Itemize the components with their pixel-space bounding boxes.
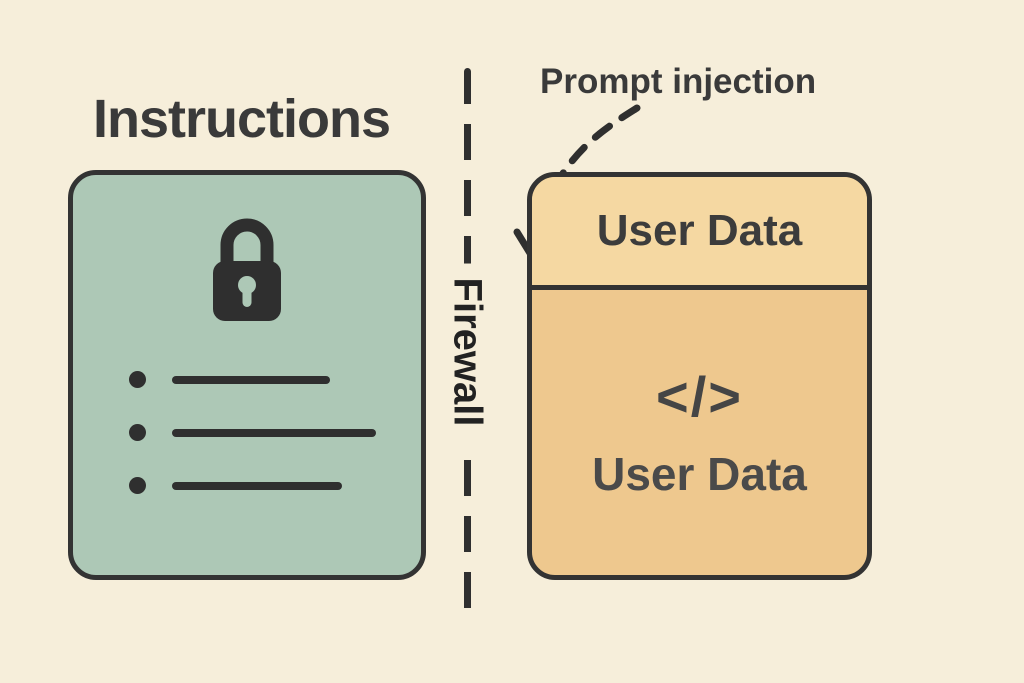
user-data-header: User Data <box>532 177 867 290</box>
list-item <box>129 371 376 388</box>
list-item <box>129 424 376 441</box>
bullet-line <box>172 428 376 437</box>
list-item <box>129 477 376 494</box>
prompt-injection-label: Prompt injection <box>540 62 817 101</box>
bullet-dot <box>129 424 146 441</box>
user-data-body: </> User Data <box>532 290 867 575</box>
user-data-card: User Data </> User Data <box>527 172 872 580</box>
bullet-line <box>172 481 342 490</box>
bullet-dot <box>129 477 146 494</box>
instructions-card <box>68 170 426 580</box>
user-data-body-label: User Data <box>592 448 807 500</box>
code-icon: </> <box>656 365 743 428</box>
bullet-list <box>129 371 376 494</box>
firewall-label: Firewall <box>442 263 492 441</box>
user-data-header-label: User Data <box>596 206 803 255</box>
bullet-line <box>172 375 330 384</box>
bullet-dot <box>129 371 146 388</box>
lock-icon <box>73 209 421 331</box>
instructions-title: Instructions <box>93 89 391 149</box>
